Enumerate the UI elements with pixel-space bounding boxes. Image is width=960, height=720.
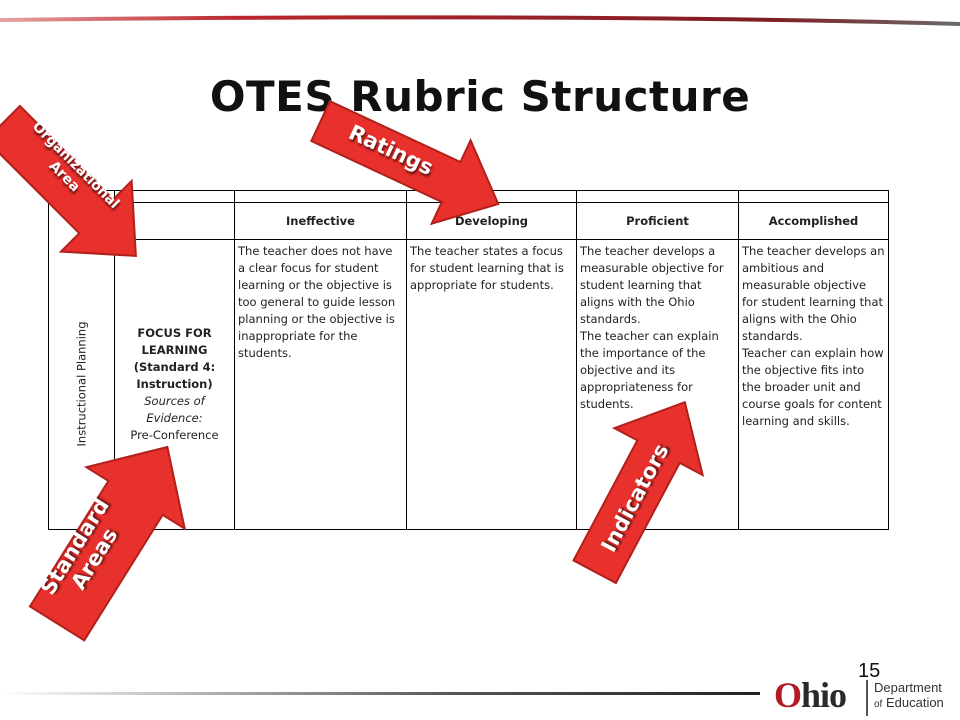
ohio-wordmark-rest: hio bbox=[801, 675, 847, 715]
logo-divider bbox=[866, 680, 868, 716]
indicator-cell-ineffective: The teacher does not have a clear focus … bbox=[234, 239, 407, 530]
evidence-source: Pre-Conference bbox=[130, 428, 219, 442]
table-spacer-row bbox=[48, 190, 889, 203]
department-line: Education bbox=[885, 695, 944, 710]
department-label: Department of Education bbox=[874, 680, 944, 712]
organizational-area-label: Instructional Planning bbox=[74, 321, 88, 447]
header-accomplished: Accomplished bbox=[738, 202, 889, 240]
organizational-area-cell: Instructional Planning bbox=[48, 239, 115, 530]
ohio-department-of-education-logo: Ohio Department of Education bbox=[774, 675, 954, 716]
header-developing: Developing bbox=[406, 202, 577, 240]
sources-label-line: Evidence: bbox=[146, 411, 203, 425]
standard-label-line: LEARNING bbox=[141, 343, 208, 357]
sources-label-line: Sources of bbox=[144, 394, 205, 408]
header-proficient: Proficient bbox=[576, 202, 739, 240]
page-number: 15 bbox=[858, 660, 881, 682]
ohio-wordmark: Ohio bbox=[774, 675, 847, 715]
indicator-cell-developing: The teacher states a focus for student l… bbox=[406, 239, 577, 530]
rubric-table: Ineffective Developing Proficient Accomp… bbox=[48, 190, 889, 530]
standard-label-line: (Standard 4: bbox=[133, 360, 216, 374]
ratings-callout: Ratings bbox=[345, 120, 437, 180]
table-header-row: Ineffective Developing Proficient Accomp… bbox=[48, 202, 889, 240]
standard-label-line: FOCUS FOR bbox=[137, 326, 212, 340]
indicator-cell-accomplished: The teacher develops an ambitious and me… bbox=[738, 239, 889, 530]
footer-rule bbox=[0, 692, 760, 695]
department-of: of bbox=[874, 699, 883, 710]
header-blank-cell bbox=[114, 202, 235, 240]
standard-label-line: Instruction) bbox=[136, 377, 213, 391]
top-decorative-rule bbox=[0, 15, 960, 26]
table-row: Instructional Planning FOCUS FOR LEARNIN… bbox=[48, 239, 889, 530]
header-ineffective: Ineffective bbox=[234, 202, 407, 240]
department-line: Department bbox=[874, 680, 942, 695]
standard-cell: FOCUS FOR LEARNING (Standard 4: Instruct… bbox=[114, 239, 235, 530]
indicator-cell-proficient: The teacher develops a measurable object… bbox=[576, 239, 739, 530]
slide-title: OTES Rubric Structure bbox=[209, 72, 751, 121]
